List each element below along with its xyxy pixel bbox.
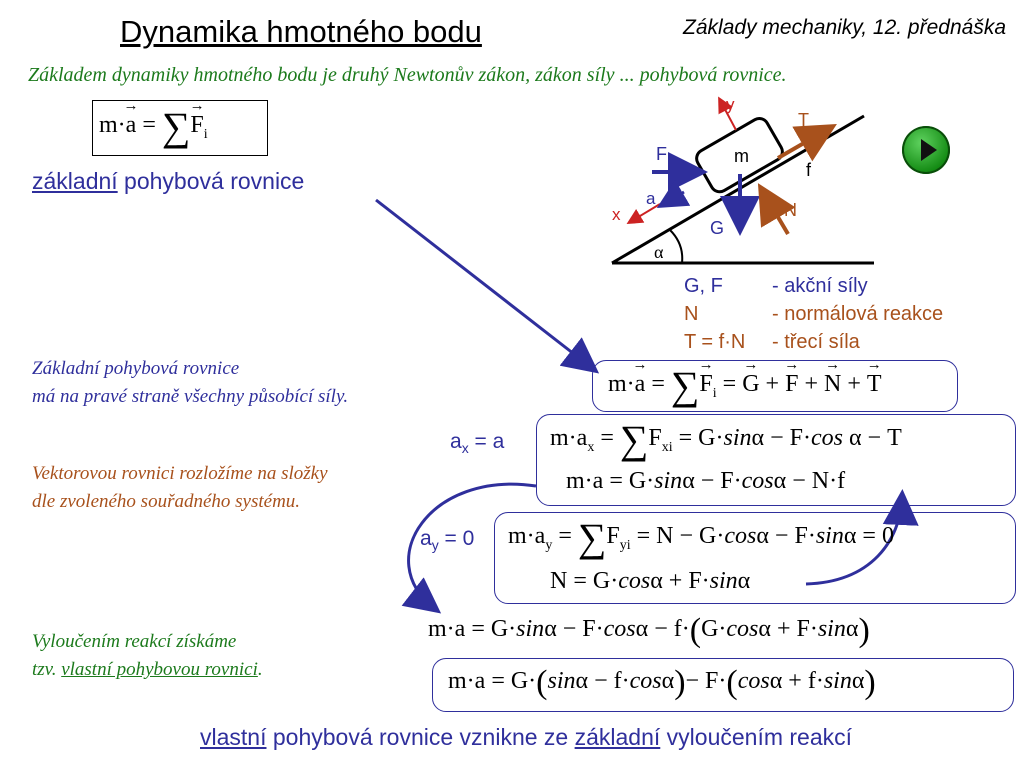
label-y: y — [726, 95, 735, 114]
y-component-box — [494, 512, 1016, 604]
arrow-to-full-equation — [375, 198, 600, 374]
incline-diagram: y x T F m f a N G α — [611, 95, 874, 265]
legend-row: N- normálová reakce — [684, 303, 944, 325]
x-component-equation: m·ax = ∑Fxi = G·sinα − F·cos α − T — [550, 417, 902, 462]
legend-row: G, F- akční síly — [684, 275, 868, 297]
x-axis-arrow — [626, 203, 661, 225]
normal-force-equation: N = G·cosα + F·sinα — [550, 568, 751, 594]
x-component-expanded: m·a = G·sinα − F·cosα − N·f — [566, 468, 846, 494]
footer-word-proper: vlastní — [200, 724, 267, 750]
footer-word-basic: základní — [574, 724, 661, 750]
force-N-arrow — [757, 183, 796, 236]
angle-arc — [669, 229, 684, 264]
label-m: m — [734, 146, 749, 166]
full-vector-equation: m·a = ∑Fi = G + F + N + T — [608, 366, 882, 406]
label-x: x — [612, 205, 621, 224]
note-line: dle zvoleného souřadného systému. — [32, 491, 301, 512]
basic-equation: m·a = ∑Fi — [92, 100, 268, 156]
intro-text: Základem dynamiky hmotného bodu je druhý… — [28, 64, 787, 86]
label-G: G — [710, 218, 724, 238]
proper-equation-link: vlastní pohybovou rovnici — [61, 659, 258, 680]
note-all-forces: Základní pohybová rovnice má na pravé st… — [32, 355, 348, 411]
x-component-box — [536, 414, 1016, 506]
note-prefix: tzv. — [32, 659, 62, 680]
legend-row: T = f·N- třecí síla — [684, 331, 860, 353]
y-axis-arrow — [718, 96, 737, 131]
note-line: Vektorovou rovnici rozložíme na složky — [32, 463, 328, 484]
arrow-to-derived — [401, 482, 537, 614]
basic-rest: pohybová rovnice — [117, 168, 305, 194]
proper-equation-box — [432, 658, 1014, 712]
footer-statement: vlastní pohybová rovnice vznikne ze zákl… — [200, 724, 853, 750]
basic-word: základní — [32, 168, 118, 194]
label-alpha: α — [654, 242, 664, 262]
play-button-icon[interactable] — [902, 126, 950, 174]
lecture-subtitle: Základy mechaniky, 12. přednáška — [683, 16, 1006, 39]
condition-ax: ax = a — [450, 430, 505, 456]
label-f: f — [806, 160, 812, 180]
proper-equation: m·a = G·(sinα − f·cosα)− F·(cosα + f·sin… — [448, 664, 876, 701]
label-a: a — [646, 189, 656, 208]
note-line: Základní pohybová rovnice — [32, 358, 240, 379]
full-vector-equation-box — [592, 360, 958, 412]
label-N: N — [784, 200, 797, 220]
note-eliminate: Vyloučením reakcí získáme tzv. vlastní p… — [32, 628, 263, 684]
y-component-equation: m·ay = ∑Fyi = N − G·cosα − F·sinα = 0 — [508, 515, 894, 560]
note-line: má na pravé straně všechny působící síly… — [32, 386, 349, 407]
force-legend: G, F- akční síly N- normálová reakce T =… — [684, 272, 943, 356]
note-suffix: . — [257, 659, 263, 680]
note-line: Vyloučením reakcí získáme — [32, 631, 237, 652]
condition-ay: ay = 0 — [420, 527, 475, 553]
label-T: T — [798, 110, 809, 130]
force-T-arrow — [777, 124, 837, 162]
label-F: F — [656, 144, 667, 164]
derived-equation: m·a = G·sinα − F·cosα − f·(G·cosα + F·si… — [428, 612, 870, 649]
accel-a-arrow — [656, 179, 691, 209]
basic-equation-label: základní pohybová rovnice — [32, 168, 304, 195]
note-decompose: Vektorovou rovnici rozložíme na složky d… — [32, 460, 328, 516]
page-title: Dynamika hmotného bodu — [120, 14, 482, 49]
